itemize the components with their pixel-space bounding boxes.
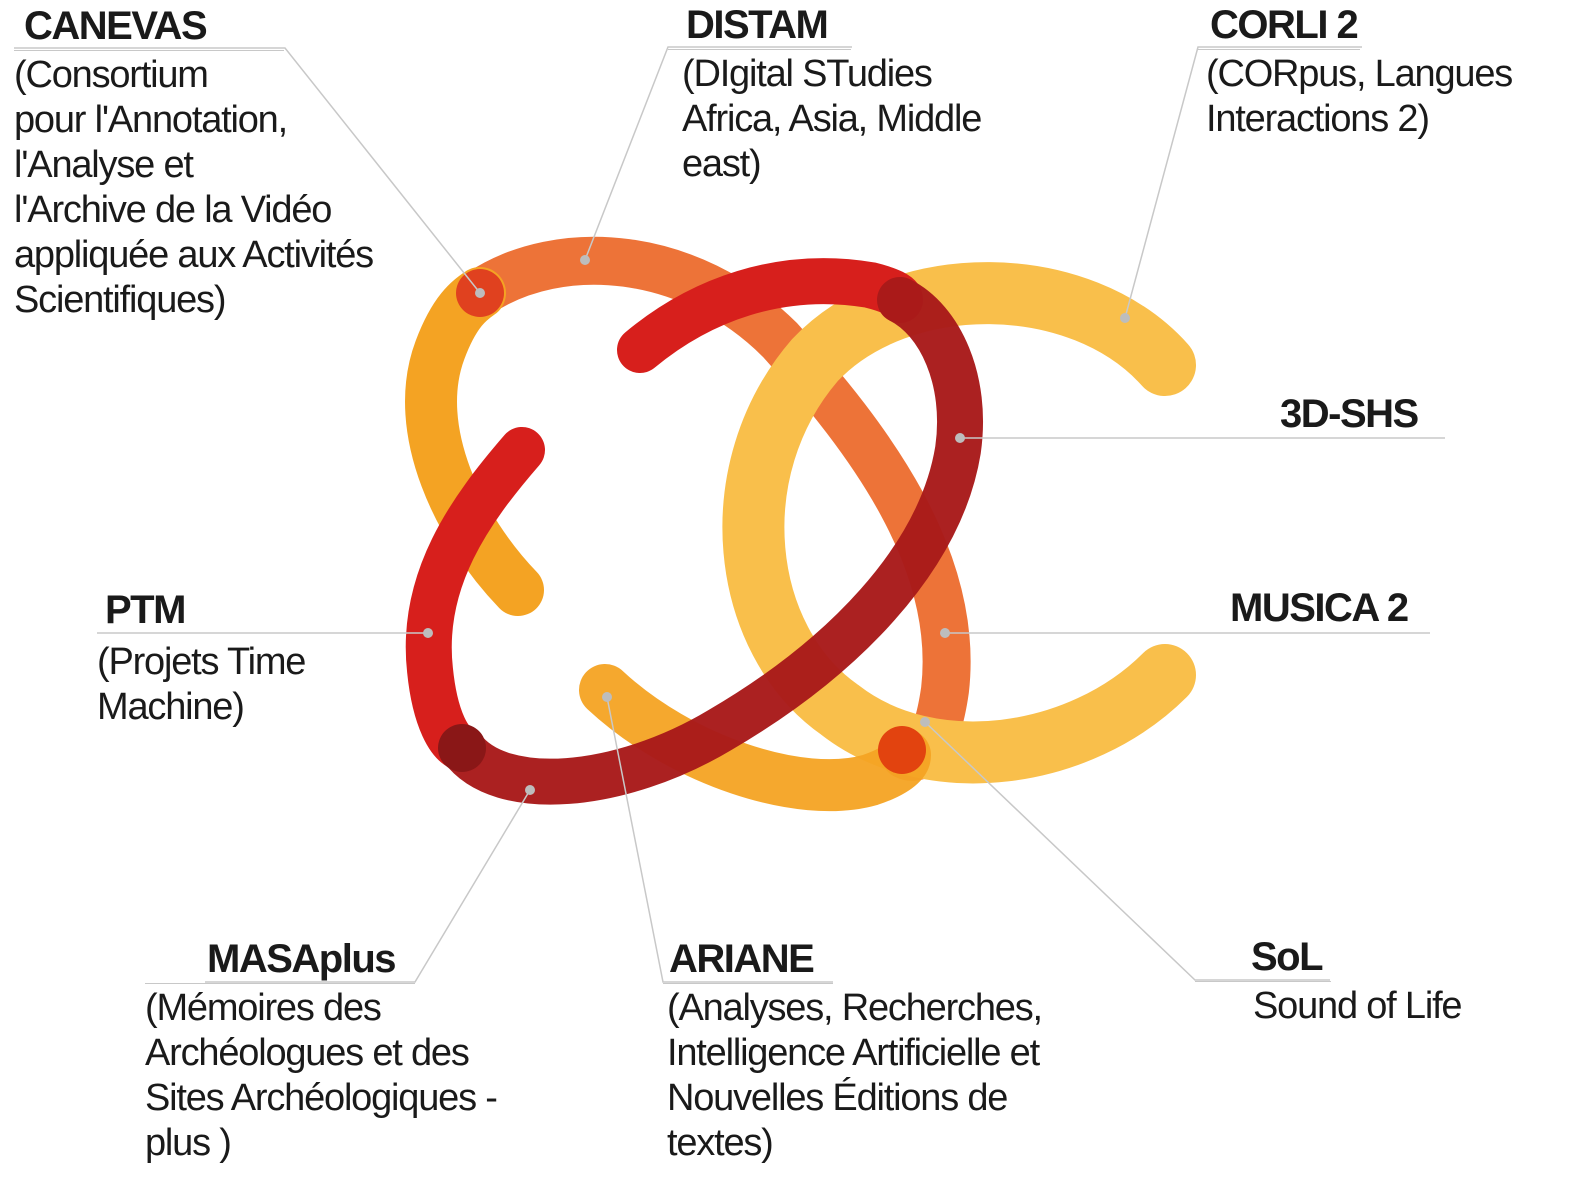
leader-line-corli [1124,46,1362,319]
anchor-dot [940,628,950,638]
ariane-title: ARIANE [663,937,833,984]
anchor-dot [1120,313,1130,323]
anchor-dot [580,255,590,265]
anchor-dot [423,628,433,638]
leader-line-distam [584,46,852,261]
yellow-c-strand [722,262,1196,784]
label-musica: MUSICA 2 [1230,586,1409,632]
ptm-description: (Projets Time Machine) [97,641,306,728]
label-masaplus: MASAplus (Mémoires des Archéologues et d… [145,937,585,1166]
leader-line-masaplus [205,789,531,983]
anchor-dot [920,717,930,727]
knot-crossing-accent [878,726,926,774]
ptm-title: PTM [105,588,186,632]
label-ptm: PTM (Projets Time Machine) [97,588,397,730]
masaplus-description: (Mémoires des Archéologues et des Sites … [145,987,498,1164]
anchor-dot [955,433,965,443]
masaplus-title: MASAplus [145,937,415,984]
anchor-dot [602,692,612,702]
leader-line-sol [924,721,1330,981]
leader-line-ariane [606,696,833,983]
canevas-description: (Consortium pour l'Annotation, l'Analyse… [14,54,374,321]
label-corli: CORLI 2 (CORpus, Langues Interactions 2) [1198,3,1593,142]
label-canevas: CANEVAS (Consortium pour l'Annotation, l… [14,4,454,323]
dark-red-strand [439,277,984,805]
3dshs-title: 3D-SHS [1280,392,1419,436]
distam-description: (DIgital STudies Africa, Asia, Middle ea… [682,53,982,185]
label-sol: SoL Sound of Life [1195,935,1525,1029]
corli-title: CORLI 2 [1198,3,1360,50]
ariane-description: (Analyses, Recherches, Intelligence Arti… [667,987,1043,1164]
knot-crossing-accent [438,724,486,772]
label-3dshs: 3D-SHS [1280,392,1419,438]
sol-description: Sound of Life [1253,985,1463,1027]
distam-title: DISTAM [668,3,851,50]
leader-line-canevas [14,47,481,294]
sol-title: SoL [1195,935,1331,982]
musica-title: MUSICA 2 [1230,586,1409,630]
canevas-title: CANEVAS [14,4,284,51]
label-distam: DISTAM (DIgital STudies Africa, Asia, Mi… [668,3,1088,187]
anchor-dot [475,288,485,298]
label-ariane: ARIANE (Analyses, Recherches, Intelligen… [663,937,1123,1166]
anchor-dot [525,785,535,795]
corli-description: (CORpus, Langues Interactions 2) [1206,53,1513,140]
